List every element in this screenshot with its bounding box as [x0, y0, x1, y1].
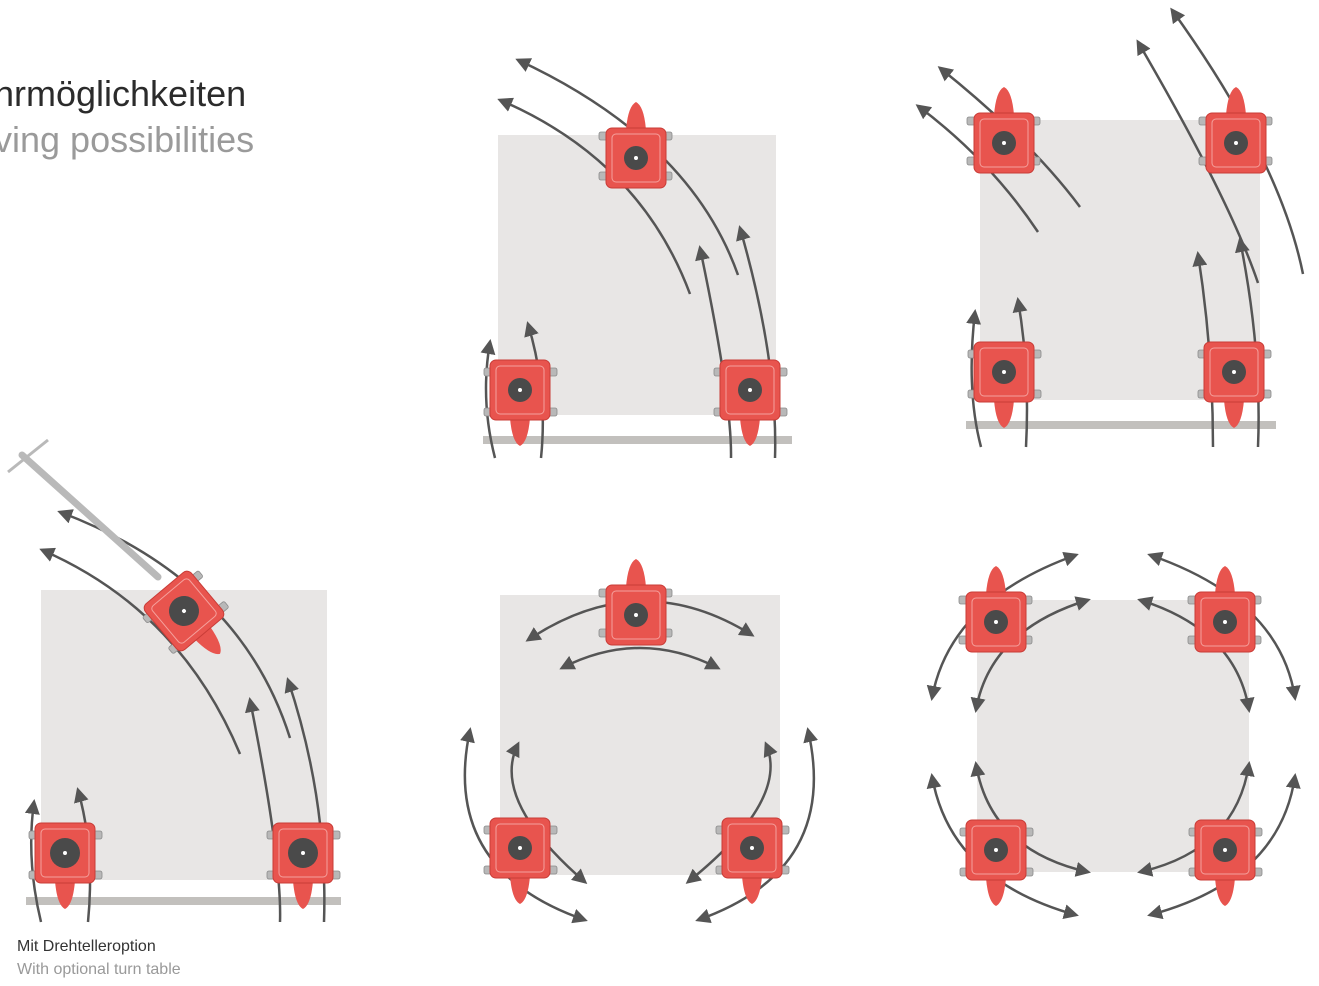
- turntable-center: [994, 620, 998, 624]
- turntable-center: [1002, 141, 1006, 145]
- mover-tongue: [1224, 400, 1244, 428]
- caption-german: Mit Drehtelleroption: [17, 938, 156, 955]
- curved-arrow-icon: [736, 225, 777, 459]
- mover-frame: [971, 597, 1021, 647]
- turntable-center: [1002, 370, 1006, 374]
- transport-mover-icon: [1188, 819, 1263, 906]
- transport-mover-icon: [598, 559, 673, 646]
- mover-tongue: [55, 881, 75, 909]
- curved-arrow-icon: [460, 727, 588, 924]
- floor-rail: [966, 421, 1276, 429]
- mover-frame: [979, 347, 1029, 397]
- curved-arrow-icon: [559, 646, 721, 670]
- transport-mover-icon: [28, 822, 103, 909]
- mover-frame: [611, 590, 661, 640]
- floor-rail: [26, 897, 341, 905]
- transport-mover-icon: [483, 817, 558, 904]
- mover-tongue: [510, 876, 530, 904]
- mover-tongue: [626, 102, 646, 130]
- mover-tongue: [994, 400, 1014, 428]
- curved-arrow-icon: [24, 799, 43, 923]
- turntable-center: [750, 846, 754, 850]
- mover-frame: [727, 823, 777, 873]
- mover-tongue: [742, 876, 762, 904]
- mover-frame: [979, 118, 1029, 168]
- mover-frame: [151, 578, 217, 644]
- mover-tongue: [194, 626, 221, 655]
- mover-frame: [1209, 347, 1259, 397]
- mover-tongue: [1215, 566, 1235, 594]
- transport-mover-icon: [1198, 87, 1273, 174]
- transport-mover-icon: [967, 341, 1042, 428]
- curved-arrow-icon: [480, 339, 497, 459]
- turntable-center: [1232, 370, 1236, 374]
- turntable-center: [1223, 848, 1227, 852]
- turntable-center: [63, 851, 67, 855]
- turntable-center: [182, 609, 186, 613]
- mover-frame: [1200, 825, 1250, 875]
- mover-tongue: [510, 418, 530, 446]
- mover-frame: [611, 133, 661, 183]
- page-title: hrmöglichkeiten: [0, 73, 247, 114]
- transport-mover-icon: [713, 359, 788, 446]
- curved-arrow-icon: [39, 547, 242, 755]
- mover-frame: [971, 825, 1021, 875]
- transport-mover-icon: [958, 566, 1033, 653]
- mover-frame: [40, 828, 90, 878]
- towing-handle-icon: [18, 451, 162, 581]
- handle-grip: [7, 438, 49, 474]
- curved-arrow-icon: [695, 727, 818, 924]
- mover-tongue: [986, 878, 1006, 906]
- curved-arrow-icon: [966, 309, 983, 448]
- curved-arrow-icon: [1136, 39, 1260, 284]
- turntable-center: [634, 156, 638, 160]
- turntable-center: [634, 613, 638, 617]
- turntable-center: [518, 388, 522, 392]
- mover-frame: [495, 823, 545, 873]
- caption-english: With optional turn table: [17, 961, 181, 978]
- mover-frame: [1200, 597, 1250, 647]
- transport-mover-icon: [715, 817, 790, 904]
- transport-mover-icon: [966, 87, 1041, 174]
- transport-mover-icon: [142, 570, 229, 655]
- mover-frame: [495, 365, 545, 415]
- turntable-center: [518, 846, 522, 850]
- transport-mover-icon: [1187, 566, 1262, 653]
- mover-tongue: [626, 559, 646, 587]
- turntable-center: [748, 388, 752, 392]
- transport-mover-icon: [1197, 341, 1272, 428]
- turntable-center: [1223, 620, 1227, 624]
- mover-tongue: [740, 418, 760, 446]
- mover-frame: [278, 828, 328, 878]
- transport-mover-icon: [598, 102, 673, 189]
- transport-mover-icon: [266, 822, 341, 909]
- mover-tongue: [986, 566, 1006, 594]
- turntable-center: [1234, 141, 1238, 145]
- floor-rail: [483, 436, 792, 444]
- turntable-center: [301, 851, 305, 855]
- page-subtitle: ving possibilities: [0, 119, 255, 160]
- mover-tongue: [1226, 87, 1246, 115]
- transport-mover-icon: [483, 359, 558, 446]
- transport-mover-icon: [959, 819, 1034, 906]
- mover-frame: [1211, 118, 1261, 168]
- mover-frame: [725, 365, 775, 415]
- curved-arrow-icon: [284, 677, 326, 923]
- mover-tongue: [293, 881, 313, 909]
- mover-tongue: [1215, 878, 1235, 906]
- mover-tongue: [994, 87, 1014, 115]
- turntable-center: [994, 848, 998, 852]
